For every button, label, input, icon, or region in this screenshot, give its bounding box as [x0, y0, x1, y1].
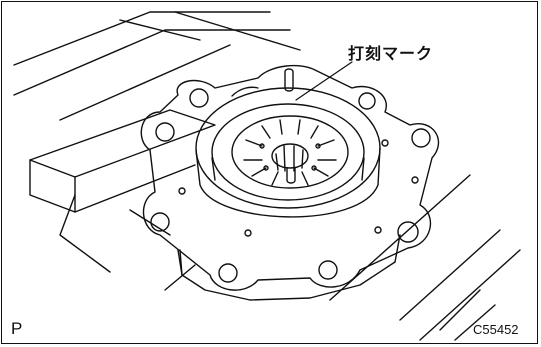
cover-ring [195, 87, 381, 218]
housing-flange [140, 64, 439, 301]
stamp-mark-label: 打刻マーク [348, 44, 434, 63]
base-rails [164, 174, 521, 341]
corner-label: P [11, 319, 23, 338]
bolt-holes [150, 88, 431, 283]
callout-leader [295, 61, 353, 101]
bench-plates [13, 11, 301, 121]
vise-block [29, 109, 216, 273]
alignment-pins [231, 68, 296, 184]
rotor [231, 115, 349, 189]
figure-code: C55452 [473, 322, 519, 337]
